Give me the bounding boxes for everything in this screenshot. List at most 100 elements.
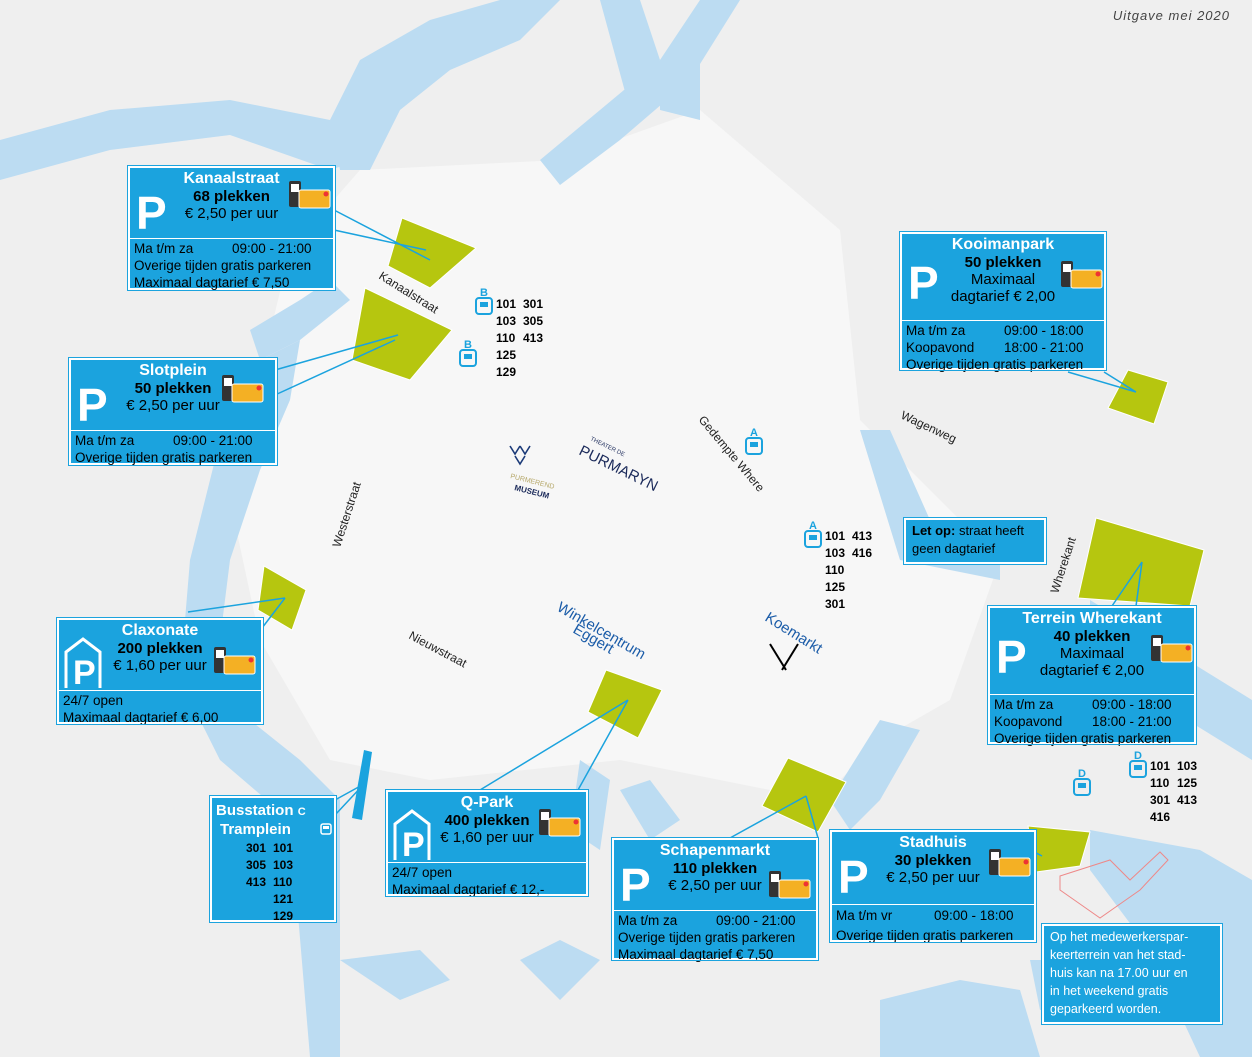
parking-title: Claxonate [121,622,199,639]
restaurant-icon [769,643,799,671]
link-kooimanpark [1067,371,1137,393]
bus-icon [320,823,332,835]
bus-letter-b1: B [480,287,488,299]
parking-price: € 1,60 per uur [113,657,207,674]
parking-p-icon: P [136,187,167,239]
note-text-line2: geen dagtarief [912,541,996,556]
parking-title: Terrein Wherekant [1022,610,1162,627]
parking-box-kooimanpark: Kooimanpark P 50 plekken Maximaal dagtar… [899,231,1107,372]
parking-p-icon: P [838,851,869,903]
payment-icon [289,181,331,209]
link-kanaalstraat [333,209,431,261]
bus-line-row: 129 [273,909,294,923]
bus-line-row: 301 [825,597,846,611]
parking-box-slotplein: Slotplein P 50 plekken € 2,50 per uur Ma… [68,357,278,468]
bus-line-row: 129 [496,365,517,379]
parking-area-stadhuis [1027,825,1091,873]
bus-icon-a1 [745,437,763,455]
parking-area-kanaalstraat [387,217,477,289]
payment-icon [539,809,581,837]
link-slotplein [274,334,399,396]
parking-p-icon: P [908,257,939,309]
bus-icon-d1 [1129,760,1147,778]
parking-price-line2: dagtarief € 2,00 [950,288,1056,305]
parking-info: 24/7 open Maximaal dagtarief € 6,00 [59,690,261,728]
parking-p-icon: P [620,859,651,911]
parking-title: Kanaalstraat [183,170,280,187]
busstation-title1: Busstation [216,802,294,819]
bus-letter-a2: A [809,520,817,532]
parking-box-qpark: Q-Park P 400 plekken € 1,60 per uur 24/7… [385,789,589,897]
parking-spots: 30 plekken [894,852,972,869]
bus-line-row: 125 [825,580,846,594]
parking-price-line2: dagtarief € 2,00 [1039,662,1145,679]
payment-icon [1061,261,1103,289]
museum-logo [509,445,531,466]
parking-title: Schapenmarkt [659,842,771,859]
stadhuis-building [1059,851,1169,919]
parking-p-icon: P [77,379,108,431]
parking-box-kanaalstraat: Kanaalstraat P 68 plekken € 2,50 per uur… [127,165,336,293]
parking-spots: 400 plekken [444,812,530,829]
bus-line-row: 121 [273,892,294,906]
bus-icon-b2 [459,349,477,367]
note-line: geparkeerd worden. [1050,1002,1162,1016]
parking-box-stadhuis: Stadhuis P 30 plekken € 2,50 per uur Ma … [829,829,1037,943]
parking-spots: 110 plekken [672,860,758,877]
payment-icon [989,849,1031,877]
note-line: huis kan na 17.00 uur en [1050,966,1188,980]
note-line: keerterrein van het stad- [1050,948,1186,962]
payment-icon [769,871,811,899]
parking-area-schapenmarkt [761,757,847,833]
bus-letter-d2: D [1078,768,1086,780]
parking-spots: 68 plekken [193,188,270,205]
parking-p-icon: P [996,631,1027,683]
payment-icon [214,647,256,675]
edition-label: Uitgave mei 2020 [1112,8,1230,23]
svg-text:P: P [73,654,96,690]
parking-price: € 2,50 per uur [126,397,220,414]
parking-box-claxonate: Claxonate P 200 plekken € 1,60 per uur 2… [56,617,264,725]
payment-icon [222,375,264,403]
busstation-letter: C [297,806,306,818]
parking-garage-icon: P [393,809,431,862]
parking-price: € 2,50 per uur [886,869,980,886]
note-stadhuis: Op het medewerkerspar- keerterrein van h… [1041,923,1223,1025]
link-busstation [334,783,365,816]
parking-spots: 50 plekken [964,254,1042,271]
parking-spots: 50 plekken [134,380,212,397]
payment-icon [1151,635,1193,663]
parking-price: € 2,50 per uur [668,877,762,894]
bus-icon-a2 [804,530,822,548]
parking-price: € 2,50 per uur [184,205,279,222]
bus-line-row: 416 [1150,810,1171,824]
parking-spots: 200 plekken [117,640,203,657]
parking-price: € 1,60 per uur [440,829,534,846]
parking-box-wherekant: Terrein Wherekant P 40 plekken Maximaal … [987,605,1197,746]
parking-title: Stadhuis [899,834,967,851]
svg-text:P: P [402,826,425,862]
bus-letter-a1: A [750,427,758,439]
parking-title: Q-Park [460,794,514,811]
link-qpark [479,699,629,791]
note-line: in het weekend gratis [1050,984,1169,998]
bus-line-row: 125 [496,348,517,362]
parking-title: Kooimanpark [951,236,1055,253]
